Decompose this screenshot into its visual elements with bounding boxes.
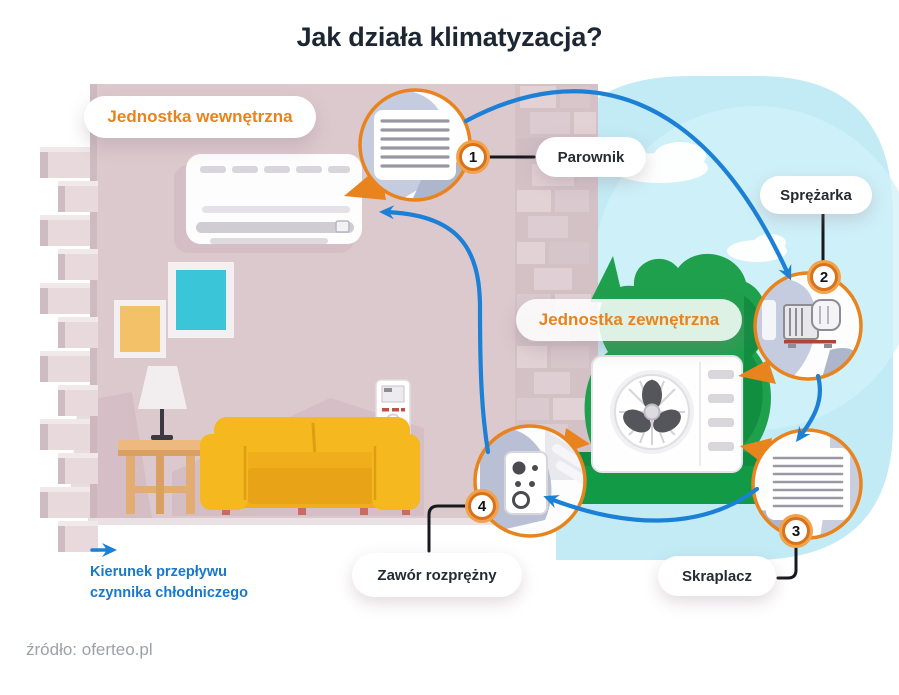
step-badge-3: 3 [782,517,810,545]
indoor-ac-unit [186,154,362,244]
label-expansion-valve: Zawór rozprężny [352,553,522,597]
sofa [200,417,420,515]
side-table [118,440,202,514]
legend-line2: czynnika chłodniczego [90,585,248,602]
label-outdoor-unit: Jednostka zewnętrzna [516,299,742,341]
floor-edge [88,518,558,525]
floor-lamp [138,366,187,440]
flow-arrow-condenser-to-valve [543,486,760,523]
label-indoor-unit: Jednostka wewnętrzna [84,96,316,138]
magnifier-expansion-valve [473,424,590,538]
step-badge-4: 4 [468,492,496,520]
evaporator-coil-icon [380,119,450,168]
picture-frame-teal [168,262,234,338]
magnifier-evaporator [344,88,472,202]
step-badge-2: 2 [810,263,838,291]
outdoor-vents [708,370,734,451]
source-credit: źródło: oferteo.pl [26,640,153,659]
condenser-coil-icon [772,456,844,508]
page-title: Jak działa klimatyzacja? [296,22,603,52]
outdoor-unit [591,355,743,473]
magnifier-pointer [738,360,776,384]
label-condenser: Skraplacz [658,556,776,596]
flow-arrow-valve-to-evaporator [379,205,491,455]
expansion-valve-icon [504,451,548,515]
label-evaporator: Parownik [536,137,646,177]
label-compressor: Sprężarka [760,176,872,214]
brick-wall-left [40,147,98,552]
legend-line1: Kierunek przepływu [90,564,227,580]
flow-arrow-evaporator-to-compressor [463,89,792,281]
step-badge-1: 1 [459,143,487,171]
outdoor-fan [610,370,694,454]
flow-arrow-compressor-to-condenser [796,373,823,443]
compressor-icon [783,299,841,348]
picture-frame-yellow [114,300,166,358]
ac-display [335,220,350,233]
legend: Kierunek przepływu czynnika chłodniczego [90,562,248,604]
label-connectors [427,155,825,580]
